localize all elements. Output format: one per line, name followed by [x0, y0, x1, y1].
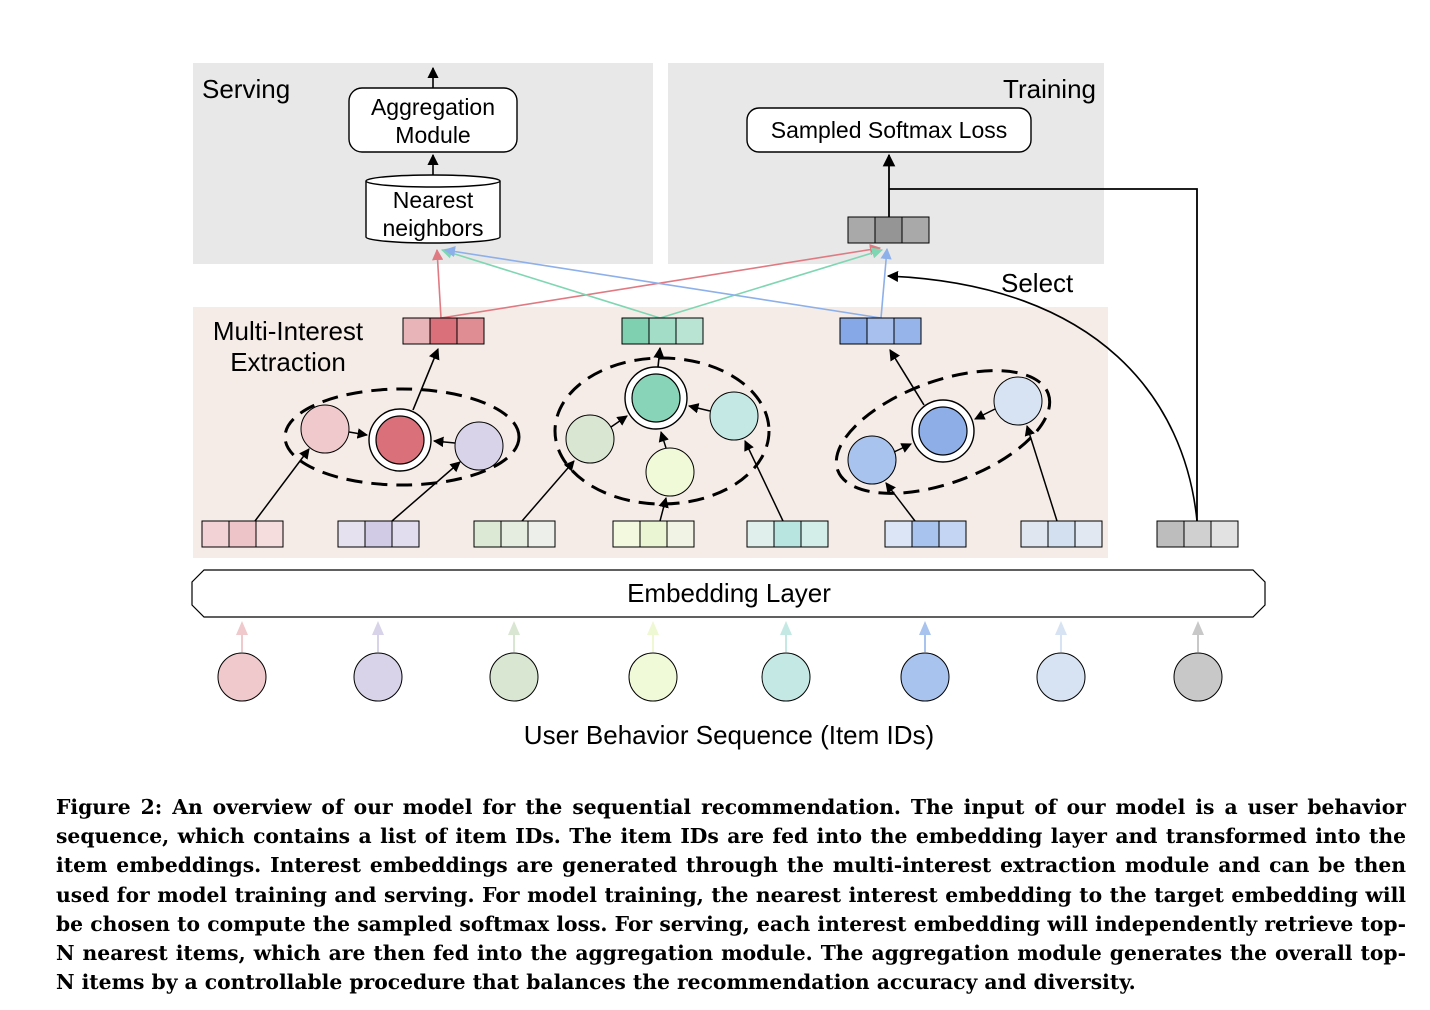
- aggregation-module-label-2: Module: [395, 122, 470, 148]
- aggregation-module-label-1: Aggregation: [371, 94, 495, 120]
- cluster-red-link-2: [432, 436, 456, 448]
- cluster-red-member-2: [454, 421, 504, 471]
- item-id-4: [628, 621, 678, 702]
- cluster-green-link-1: [610, 415, 628, 428]
- training-title: Training: [1003, 74, 1096, 104]
- item-id-2: [353, 621, 403, 702]
- sampled-softmax-label: Sampled Softmax Loss: [771, 117, 1008, 143]
- cluster-green-member-3: [645, 447, 695, 497]
- emb2-to-cluster: [391, 461, 461, 522]
- blue-to-training-arrow: [880, 247, 892, 319]
- item-embedding-3: [473, 520, 556, 548]
- target-item-embedding: [1156, 520, 1239, 548]
- nearest-neighbors-label-2: neighbors: [382, 215, 483, 241]
- multi-interest-label-1: Multi-Interest: [213, 316, 364, 346]
- select-arrow: [886, 270, 1198, 522]
- green-to-neighbors-arrow: [440, 247, 661, 319]
- target-to-loss-line: [889, 188, 1198, 521]
- multi-interest-label-2: Extraction: [230, 347, 346, 377]
- item-embedding-5: [746, 520, 829, 548]
- item-embedding-4: [612, 520, 695, 548]
- cluster-red-link-1: [348, 428, 369, 439]
- item-embedding-7: [1020, 520, 1103, 548]
- cluster-blue-member-2: [993, 376, 1043, 426]
- item-id-7: [1036, 621, 1086, 702]
- cluster-green-link-2: [687, 403, 711, 414]
- cluster-red-boundary: [283, 387, 521, 487]
- embedding-layer-label: Embedding Layer: [627, 578, 831, 608]
- cluster-red-member-1: [300, 404, 350, 454]
- model-overview-diagram: Serving Training Aggregation Module Near…: [191, 63, 1266, 750]
- green-to-training-arrow: [659, 247, 884, 319]
- emb6-to-cluster: [885, 482, 916, 522]
- cluster-red-center: [375, 415, 425, 465]
- sampled-softmax-box: [746, 107, 1032, 153]
- item-id-target: [1173, 621, 1223, 702]
- red-to-neighbors-arrow: [432, 248, 444, 319]
- cluster-green-member-1: [565, 414, 615, 464]
- cluster-green-link-3: [658, 430, 669, 449]
- cluster-blue-link-1: [893, 443, 912, 453]
- embedding-layer-box: [191, 569, 1266, 618]
- select-label: Select: [1001, 268, 1074, 298]
- cluster-blue-member-1: [847, 435, 897, 485]
- cluster-red-output: [412, 347, 440, 411]
- blue-to-neighbors-arrow: [443, 246, 882, 319]
- item-embedding-2: [337, 520, 420, 548]
- cluster-green-member-2: [709, 391, 759, 441]
- cluster-blue-boundary: [834, 369, 1052, 495]
- serving-title: Serving: [202, 74, 290, 104]
- selected-interest-embedding: [847, 216, 930, 244]
- figure-caption: Figure 2: An overview of our model for t…: [56, 795, 1406, 995]
- item-id-1: [217, 621, 267, 702]
- nearest-neighbors-label-1: Nearest: [393, 187, 474, 213]
- item-id-5: [761, 621, 811, 702]
- cluster-blue-center: [918, 406, 968, 456]
- emb4-to-cluster: [658, 496, 669, 522]
- interest-embedding-green: [621, 317, 704, 345]
- emb7-to-cluster: [1024, 424, 1058, 522]
- cluster-blue-link-2: [974, 408, 996, 420]
- item-embedding-6: [884, 520, 967, 548]
- cluster-green-center: [631, 373, 681, 423]
- behavior-sequence-label: User Behavior Sequence (Item IDs): [524, 720, 934, 750]
- item-id-6: [900, 621, 950, 702]
- emb3-to-cluster: [521, 460, 575, 522]
- emb1-to-cluster: [254, 448, 310, 522]
- item-id-3: [489, 621, 539, 702]
- item-embedding-1: [201, 520, 284, 548]
- emb5-to-cluster: [744, 440, 784, 522]
- cluster-blue-output: [889, 349, 925, 406]
- interest-embedding-red: [402, 317, 485, 345]
- nearest-neighbors-database: [365, 174, 501, 244]
- interest-embedding-blue: [839, 317, 922, 345]
- cluster-green-output: [653, 346, 665, 368]
